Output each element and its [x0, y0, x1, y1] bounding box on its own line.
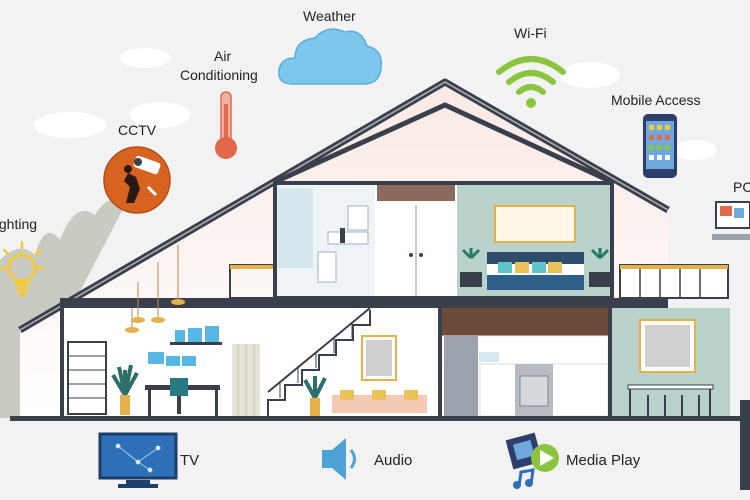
weather-label: Weather [303, 8, 356, 24]
wifi-icon [495, 52, 567, 110]
laptop-icon [712, 200, 750, 248]
pc-label: PC [733, 179, 750, 195]
speaker-icon [320, 436, 360, 482]
thermometer-icon [212, 90, 240, 162]
cctv-label: CCTV [118, 122, 156, 138]
lightbulb-icon [0, 240, 52, 310]
media-play-label: Media Play [566, 452, 640, 469]
smartphone-icon [642, 113, 678, 179]
wifi-label: Wi-Fi [514, 25, 547, 41]
mobile-access-label: Mobile Access [611, 92, 700, 108]
audio-label: Audio [374, 452, 412, 469]
media-play-icon [505, 430, 563, 490]
air-conditioning-label-line1: Air [214, 48, 231, 64]
lighting-label: Lighting [0, 216, 37, 232]
air-conditioning-label-line2: Conditioning [180, 67, 258, 83]
cctv-icon [102, 145, 172, 215]
tv-icon [98, 432, 178, 490]
tv-label: TV [180, 452, 199, 469]
cloud-icon [275, 22, 387, 92]
